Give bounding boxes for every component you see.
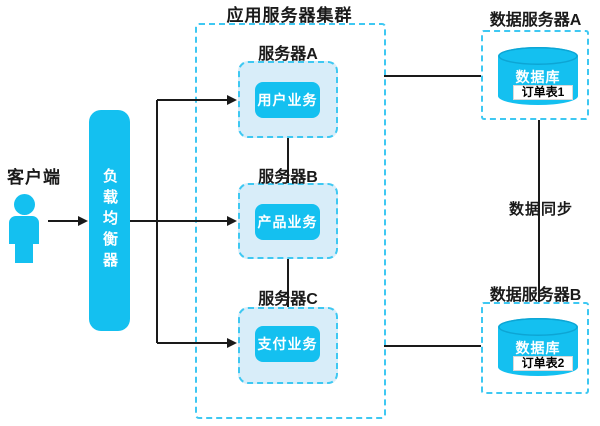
order-table-1-chip: 订单表1 bbox=[513, 85, 573, 100]
data-server-a-title: 数据服务器A bbox=[489, 12, 582, 29]
database-a-label: 数据库 bbox=[515, 69, 561, 85]
user-service-node: 用户业务 bbox=[255, 82, 320, 118]
load-balancer-node: 负载均衡器 bbox=[89, 110, 130, 331]
load-balancer-label: 负载均衡器 bbox=[101, 168, 118, 273]
order-table-2-chip: 订单表2 bbox=[513, 356, 573, 371]
client-person-icon bbox=[9, 194, 39, 264]
data-server-b-title: 数据服务器B bbox=[489, 287, 582, 304]
person-legs bbox=[15, 244, 33, 263]
person-head bbox=[14, 194, 35, 215]
app-cluster-title: 应用服务器集群 bbox=[226, 6, 353, 25]
server-c-label: 服务器C bbox=[258, 291, 318, 308]
payment-service-node: 支付业务 bbox=[255, 326, 320, 362]
server-a-label: 服务器A bbox=[258, 46, 318, 63]
data-sync-label: 数据同步 bbox=[509, 201, 574, 218]
server-b-label: 服务器B bbox=[258, 169, 318, 186]
database-b-label: 数据库 bbox=[515, 340, 561, 356]
product-service-node: 产品业务 bbox=[255, 204, 320, 240]
client-label: 客户端 bbox=[7, 168, 61, 187]
person-torso bbox=[9, 216, 39, 244]
